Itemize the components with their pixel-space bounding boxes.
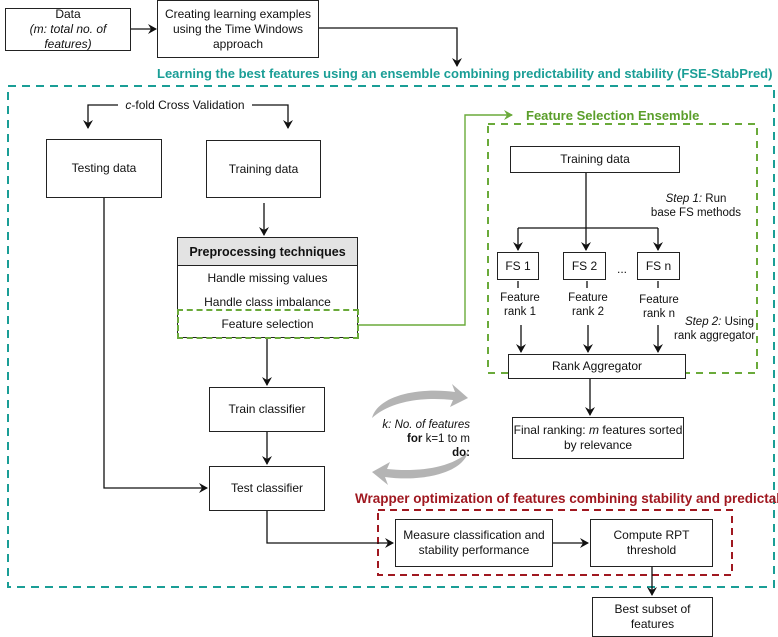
fs-ellipsis: ... [616,262,627,276]
data-note: (m: total no. of features) [29,22,107,51]
final-ranking-a: Final ranking: [513,423,589,437]
fs-method-2-label: FS 2 [571,258,598,273]
testing-data-label: Testing data [71,161,137,175]
final-ranking-line1: Final ranking: m features sorted [514,423,683,438]
rank-aggregator-label: Rank Aggregator [551,359,643,373]
test-classifier-label: Test classifier [230,481,304,495]
fs-method-n: FS n [637,252,680,280]
arrow-test-to-measure [266,510,394,548]
loop-for-kw: for [407,433,423,445]
preprocessing-item-feature-selection: Feature selection [176,308,359,339]
step2-line1: Step 2: Using [674,315,754,329]
cv-text: -fold Cross Validation [131,98,245,112]
test-classifier-box: Test classifier [209,466,325,511]
arrow-creating-to-container [318,27,462,67]
compute-rpt-box: Compute RPT threshold [590,519,713,567]
fse-stabpred-title: Learning the best features using an ense… [157,66,773,81]
preprocessing-item-imbalance: Handle class imbalance [204,295,331,309]
preprocessing-header: Preprocessing techniques [178,238,357,266]
step1-label: Step 1: Run base FS methods [640,192,752,220]
feature-rank-2-l1: Feature [568,292,608,304]
final-ranking-m: m [588,423,599,437]
loop-do-kw: do: [452,447,470,459]
fse-stabpred-container [7,85,775,588]
compute-rpt-label: Compute RPT threshold [613,528,690,557]
step1-text: Run [702,193,727,205]
preprocessing-box: Preprocessing techniques Handle missing … [176,237,359,339]
feature-rank-1-l1: Feature [500,292,540,304]
loop-for-line: for k=1 to m [370,432,470,446]
best-subset-label: Best subset of features [614,602,691,631]
fs-method-1-label: FS 1 [505,258,531,273]
final-ranking-box: Final ranking: m features sorted by rele… [512,417,684,459]
fs-method-n-label: FS n [645,258,672,273]
feature-rank-n: Feature rank n [632,293,686,321]
feature-rank-1: Feature rank 1 [493,291,547,319]
creating-examples-box: Creating learning examples using the Tim… [157,0,319,58]
train-classifier-label: Train classifier [228,402,306,416]
final-ranking-b: features sorted [598,423,683,437]
feature-rank-1-l2: rank 1 [504,306,536,318]
feature-rank-2: Feature rank 2 [561,291,615,319]
preprocessing-item-missing: Handle missing values [207,271,328,285]
fs-method-2: FS 2 [563,252,606,280]
rank-aggregator-box: Rank Aggregator [508,354,686,379]
measure-box: Measure classification and stability per… [395,519,553,567]
ensemble-training-data-box: Training data [510,146,680,173]
arrow-feature-selection-to-ensemble [358,110,513,326]
training-data-label: Training data [228,161,299,176]
ensemble-training-data-label: Training data [560,152,630,166]
measure-label: Measure classification and stability per… [403,528,545,557]
wrapper-title: Wrapper optimization of features combini… [355,491,778,506]
data-box: Data (m: total no. of features) [5,7,131,51]
ensemble-title: Feature Selection Ensemble [526,108,700,123]
cv-prefix: c [125,98,132,112]
training-data-box: Training data [206,140,321,198]
step1-line2: base FS methods [650,207,742,219]
best-subset-box: Best subset of features [592,597,713,637]
step2-label: Step 2: Using rank aggregator [674,315,756,343]
arrow-cv-to-training [252,104,293,129]
loop-arrows-icon [372,384,468,485]
step1-line1: Step 1: Run [640,192,752,206]
loop-k-line: k: No. of features [370,418,470,432]
arrow-cv-to-testing [83,104,118,129]
loop-k-desc: No. of features [391,419,470,431]
feature-rank-n-l2: rank n [643,308,675,320]
step2-line2: rank aggregator [674,330,756,342]
train-classifier-box: Train classifier [209,387,325,432]
step1-prefix: Step 1: [665,193,703,205]
final-ranking-line2: by relevance [563,438,633,452]
loop-k-var: k: [382,419,392,431]
testing-data-box: Testing data [46,139,162,198]
loop-do-line: do: [370,446,470,460]
step2-prefix: Step 2: [684,316,722,328]
loop-text: k: No. of features for k=1 to m do: [370,418,470,460]
feature-rank-n-l1: Feature [639,294,679,306]
loop-range: k=1 to m [422,433,470,445]
cross-validation-label: c-fold Cross Validation [120,98,250,113]
data-label: Data [55,7,81,21]
arrow-testing-to-test-classifier [103,197,208,493]
creating-examples-label: Creating learning examples using the Tim… [164,6,312,51]
feature-rank-2-l2: rank 2 [572,306,604,318]
fs-method-1: FS 1 [497,252,539,280]
step2-text: Using [721,316,754,328]
